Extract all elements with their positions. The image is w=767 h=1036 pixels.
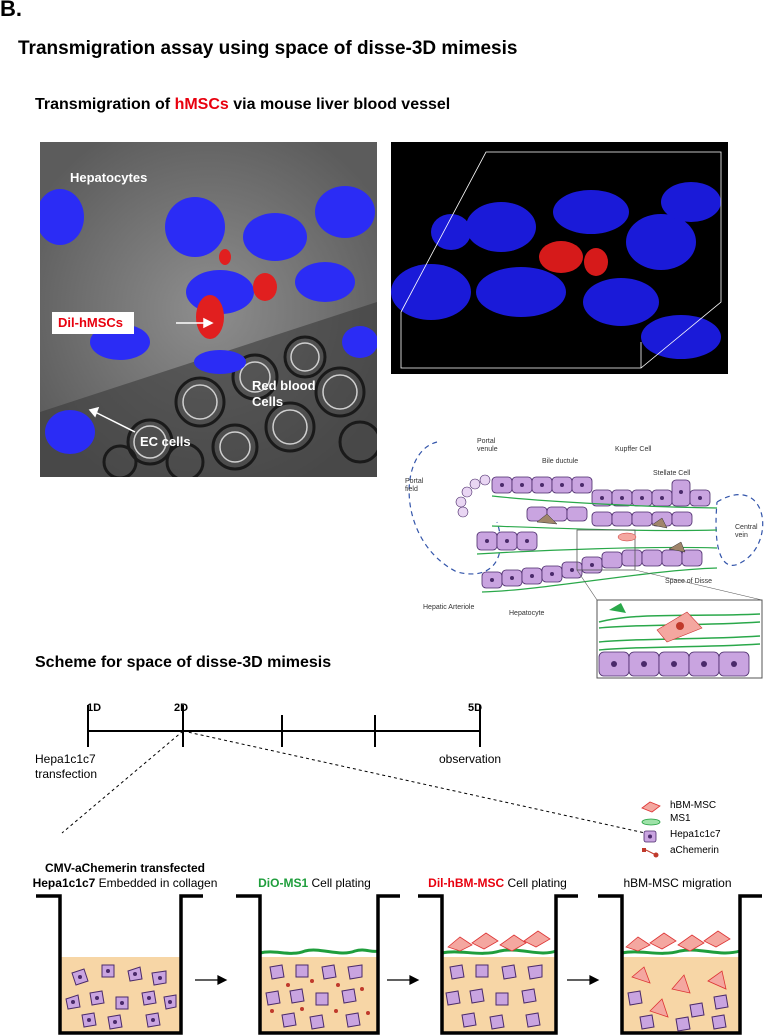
legend-achemerin: aChemerin <box>670 845 719 856</box>
well-1-caption-line2: Hepa1c1c7 Embedded in collagen <box>25 876 225 891</box>
label-portal-venule-2: venule <box>477 446 498 453</box>
hbm-msc-icon <box>641 801 661 813</box>
liver-lobule-diagram: Portal venule Bile ductule Kupffer Cell … <box>397 432 767 682</box>
wells-svg <box>36 894 762 1035</box>
well-3-caption-rest: Cell plating <box>504 876 567 890</box>
rbc-label-line1: Red blood <box>252 378 316 393</box>
well-1-caption-bold: Hepa1c1c7 <box>32 876 96 890</box>
dil-hmscs-label: Dil-hMSCs <box>58 315 123 330</box>
scheme-title: Scheme for space of disse-3D mimesis <box>35 654 332 671</box>
well-1-caption-line1: CMV-aChemerin transfected <box>44 861 206 875</box>
label-central-vein-2: vein <box>735 532 748 539</box>
legend-hepa1c1c7: Hepa1c1c7 <box>670 829 721 840</box>
rbc-label-line2: Cells <box>252 394 284 409</box>
subtitle-suffix: via mouse liver blood vessel <box>228 96 451 113</box>
well-1 <box>36 894 203 1035</box>
well-2-caption-highlight: DiO-MS1 <box>258 876 309 890</box>
legend-ms1: MS1 <box>670 813 691 824</box>
achemerin-icon <box>642 848 659 858</box>
label-portal-field-1: Portal <box>405 478 424 485</box>
timeline-end-label: observation <box>439 752 502 766</box>
label-portal-field-2: field <box>405 486 418 493</box>
micrograph-image <box>40 142 377 477</box>
tick-1d: 1D <box>87 702 102 714</box>
label-bile-ductule: Bile ductule <box>542 458 579 465</box>
well-4-caption: hBM-MSC migration <box>623 876 732 890</box>
well-4 <box>598 894 762 1035</box>
legend-hbm-msc: hBM-MSC <box>670 800 717 811</box>
timeline-start-label-1: Hepa1c1c7 <box>35 752 96 766</box>
timeline-start-label-2: transfection <box>35 767 98 781</box>
ms1-icon <box>641 818 661 826</box>
subtitle-prefix: Transmigration of <box>35 96 175 113</box>
well-3-caption-highlight: Dil-hBM-MSC <box>428 876 505 890</box>
well-3 <box>418 894 578 1035</box>
panel-letter: B. <box>0 0 22 21</box>
dil-label-box <box>52 312 134 334</box>
well-2 <box>236 894 400 1035</box>
micrograph-3d-image <box>391 142 728 374</box>
label-hepatic-arteriole: Hepatic Arteriole <box>423 604 475 611</box>
tick-5d: 5D <box>468 702 483 714</box>
micrograph-3d <box>391 142 728 374</box>
timeline-svg <box>61 705 646 834</box>
tick-2d: 2D <box>174 702 189 714</box>
ec-cells-label: EC cells <box>140 434 191 449</box>
label-space-of-disse: Space of Disse <box>665 578 713 585</box>
subtitle-highlight: hMSCs <box>174 96 229 113</box>
label-central-vein-1: Central <box>735 524 758 531</box>
well-3-caption: Dil-hBM-MSC Cell plating <box>405 876 590 891</box>
figure-title: Transmigration assay using space of diss… <box>18 38 518 59</box>
legend-icons <box>641 801 661 858</box>
label-portal-venule-1: Portal <box>477 438 496 445</box>
well-2-caption-rest: Cell plating <box>308 876 371 890</box>
well-1-caption: CMV-aChemerin transfected Hepa1c1c7 Embe… <box>25 861 225 891</box>
label-kupffer-cell: Kupffer Cell <box>615 446 652 453</box>
hepatocytes-label: Hepatocytes <box>70 170 148 185</box>
label-stellate-cell: Stellate Cell <box>653 470 691 477</box>
well-2-caption: DiO-MS1 Cell plating <box>232 876 397 891</box>
well-1-caption-rest: Embedded in collagen <box>95 876 218 890</box>
section-subtitle: Transmigration of hMSCs via mouse liver … <box>35 96 450 114</box>
lobule-diagram-svg <box>408 441 764 679</box>
micrograph-overlay: Hepatocytes Dil-hMSCs Red blood Cells EC… <box>40 142 377 477</box>
label-hepatocyte: Hepatocyte <box>509 610 545 617</box>
